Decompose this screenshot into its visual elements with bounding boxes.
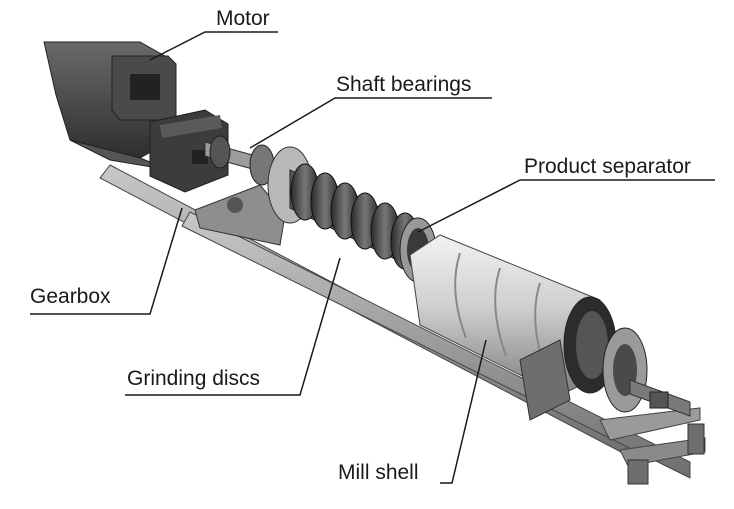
leader-product-separator [417,179,715,233]
leader-grinding-discs [125,257,341,396]
leader-gearbox [30,207,183,315]
mill-shell [409,234,617,421]
label-mill-shell: Mill shell [338,461,419,484]
gearbox [149,109,229,193]
leader-mill-shell [440,339,487,484]
leader-motor [149,31,278,61]
label-gearbox: Gearbox [30,285,111,308]
label-grinding-discs: Grinding discs [127,367,261,390]
motor [43,41,177,171]
leader-lines [30,31,715,484]
end-flange [602,327,691,417]
label-shaft-bearings: Shaft bearings [336,73,472,96]
label-motor: Motor [216,7,270,30]
leader-shaft-bearings [249,97,492,149]
base-frame [99,164,706,485]
grinding-discs [289,163,431,277]
label-product-separator: Product separator [524,155,691,178]
